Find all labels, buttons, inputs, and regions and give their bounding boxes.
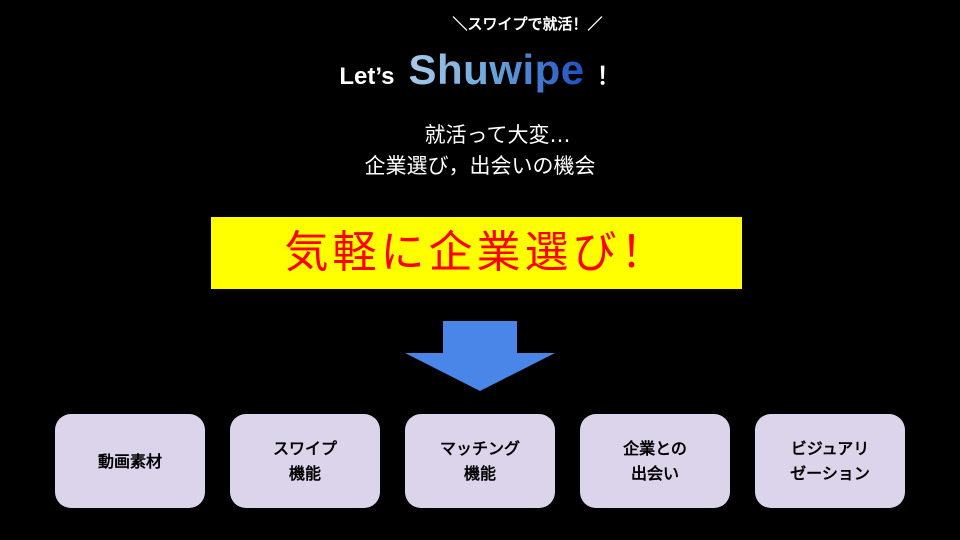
feature-card-visualization: ビジュアリ ゼーション (755, 414, 905, 508)
feature-card-swipe: スワイプ 機能 (230, 414, 380, 508)
feature-label: 企業との (623, 439, 687, 458)
title-exclamation: ！ (596, 63, 621, 90)
feature-card-matching: マッチング 機能 (405, 414, 555, 508)
title-prefix: Let’s (339, 63, 395, 90)
feature-label: 機能 (288, 464, 321, 483)
intro-text: 就活って大変… 企業選び，出会いの機会 (0, 120, 960, 182)
feature-label: 動画素材 (97, 451, 162, 471)
headline-banner: 気軽に企業選び！ (211, 217, 742, 289)
down-arrow-icon (405, 321, 555, 391)
intro-line-1: 就活って大変… (424, 123, 571, 147)
feature-label: 出会い (630, 464, 679, 483)
intro-line-2: 企業選び，出会いの機会 (364, 154, 596, 178)
tagline: ＼スワイプで就活！／ (452, 15, 603, 33)
feature-label: ビジュアリ (790, 439, 870, 458)
page-title: Let’s Shuwipe ！ (0, 46, 960, 100)
brand-name: Shuwipe (408, 46, 585, 93)
feature-card-encounter: 企業との 出会い (580, 414, 730, 508)
feature-label: 機能 (463, 464, 496, 483)
feature-label: ゼーション (790, 464, 870, 483)
feature-card-video: 動画素材 (55, 414, 205, 508)
feature-label: マッチング (439, 439, 520, 458)
feature-label: スワイプ (272, 439, 337, 458)
